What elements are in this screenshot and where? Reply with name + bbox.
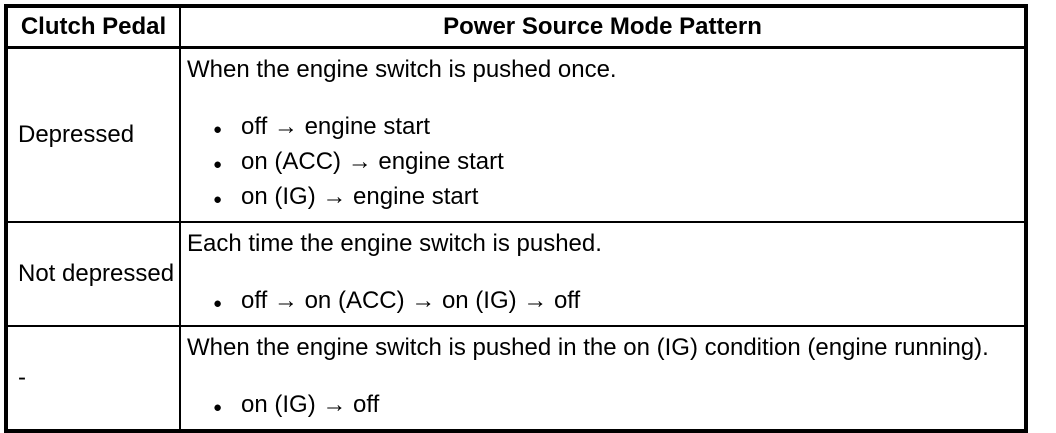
list-item-text: on (IG) → engine start (241, 182, 479, 210)
list-item-text: off → on (ACC) → on (IG) → off (241, 286, 581, 314)
clutch-pedal-value: Not depressed (5, 220, 181, 327)
bullet-icon: ● (213, 294, 223, 312)
bullet-icon: ● (213, 398, 223, 416)
column-header-clutch-pedal: Clutch Pedal (5, 5, 181, 49)
bullet-icon: ● (213, 120, 223, 138)
bullet-list: ● off → engine start ● on (ACC) → engine… (187, 111, 1016, 216)
document-page: Clutch Pedal Power Source Mode Pattern D… (0, 4, 1056, 433)
clutch-pedal-value: Depressed (5, 46, 181, 223)
pattern-cell: Each time the engine switch is pushed. ●… (179, 220, 1027, 327)
bullet-icon: ● (213, 190, 223, 208)
list-item: ● off → on (ACC) → on (IG) → off (213, 285, 1016, 320)
column-header-power-source-mode-pattern: Power Source Mode Pattern (179, 5, 1027, 49)
bullet-list: ● on (IG) → off (187, 389, 1016, 424)
bullet-icon: ● (213, 155, 223, 173)
bullet-list: ● off → on (ACC) → on (IG) → off (187, 285, 1016, 320)
list-item: ● on (IG) → off (213, 389, 1016, 424)
pattern-cell: When the engine switch is pushed in the … (179, 324, 1027, 432)
pattern-intro: Each time the engine switch is pushed. (187, 229, 602, 257)
list-item: ● on (ACC) → engine start (213, 146, 1016, 181)
list-item-text: on (ACC) → engine start (241, 147, 504, 175)
table-row-depressed: Depressed When the engine switch is push… (5, 46, 1027, 223)
table-row-not-depressed: Not depressed Each time the engine switc… (5, 220, 1027, 327)
power-source-mode-table: Clutch Pedal Power Source Mode Pattern D… (4, 4, 1028, 433)
table-row-dash: - When the engine switch is pushed in th… (5, 324, 1027, 432)
list-item-text: on (IG) → off (241, 390, 380, 418)
pattern-intro: When the engine switch is pushed once. (187, 55, 617, 83)
list-item: ● on (IG) → engine start (213, 181, 1016, 216)
clutch-pedal-value: - (5, 324, 181, 432)
list-item: ● off → engine start (213, 111, 1016, 146)
pattern-intro: When the engine switch is pushed in the … (187, 333, 989, 361)
list-item-text: off → engine start (241, 112, 430, 140)
pattern-cell: When the engine switch is pushed once. ●… (179, 46, 1027, 223)
header-row: Clutch Pedal Power Source Mode Pattern (5, 5, 1027, 49)
